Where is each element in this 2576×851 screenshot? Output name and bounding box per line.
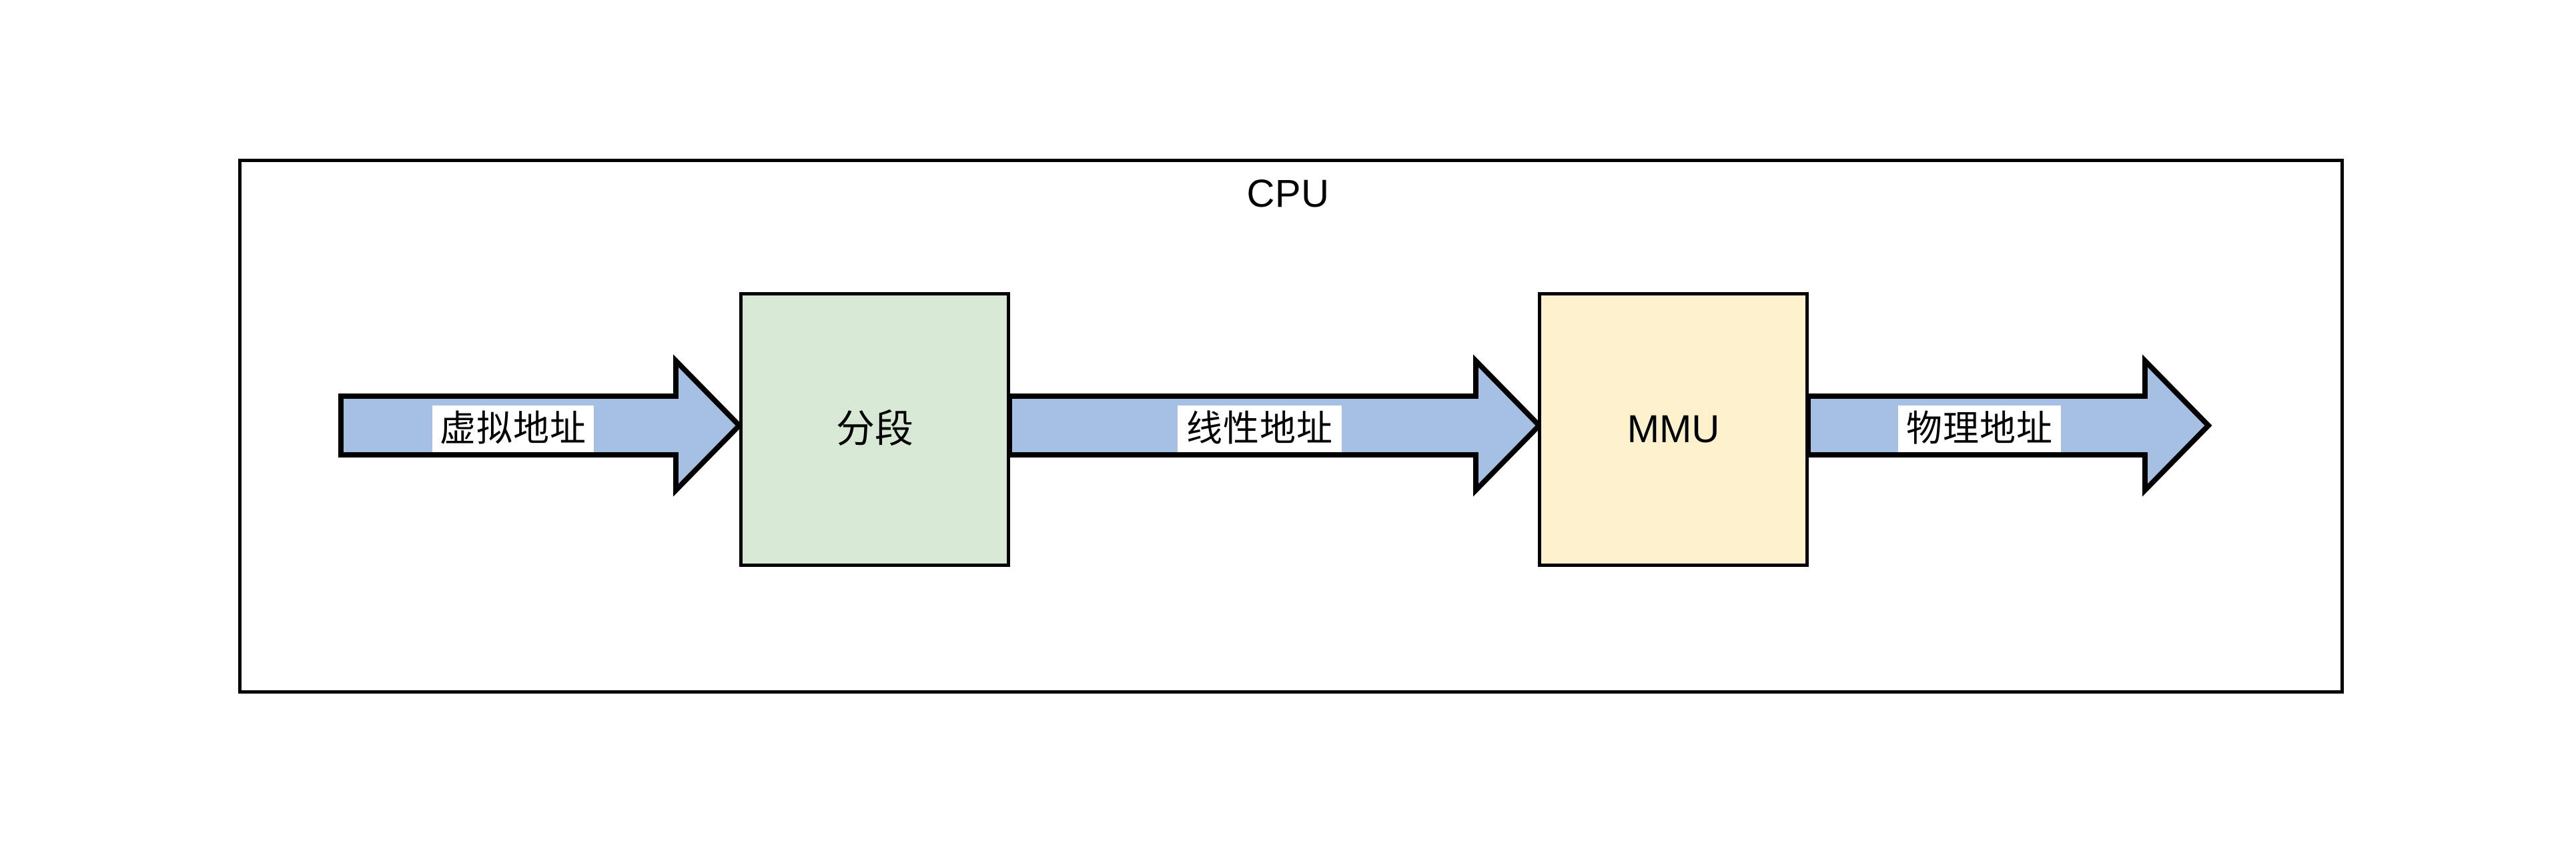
arrow-linear-address-label: 线性地址 — [1178, 405, 1342, 452]
block-mmu-label: MMU — [1627, 407, 1720, 451]
arrow-physical-address-label: 物理地址 — [1898, 405, 2061, 452]
arrow-virtual-address-label: 虚拟地址 — [432, 405, 594, 452]
block-segment: 分段 — [739, 292, 1010, 567]
block-segment-label: 分段 — [835, 407, 913, 451]
cpu-title-label: CPU — [1246, 172, 1330, 215]
block-mmu: MMU — [1538, 292, 1809, 567]
